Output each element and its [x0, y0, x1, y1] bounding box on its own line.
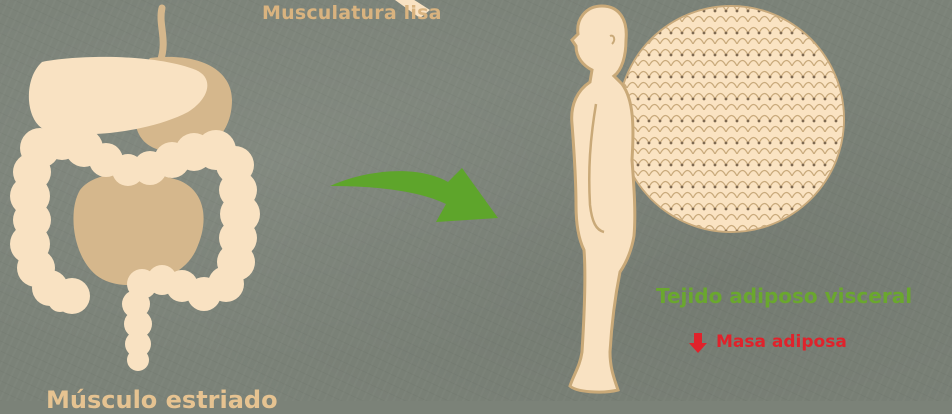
adipose-tissue-magnified-icon — [610, 0, 850, 240]
adipose-mass-label: Masa adiposa — [716, 332, 847, 352]
curved-arrow-right-icon — [330, 168, 498, 222]
human-silhouette-icon — [570, 6, 635, 392]
striated-muscle-label: Músculo estriado — [46, 386, 278, 414]
smooth-muscle-label: Musculatura lisa — [262, 2, 442, 24]
visceral-adipose-label: Tejido adiposo visceral — [656, 284, 912, 308]
digestive-system-icon — [10, 8, 260, 371]
adipose-mass-indicator: Masa adiposa — [690, 332, 847, 352]
diagram-canvas: Musculatura lisa Tejido adiposo visceral… — [0, 0, 952, 401]
